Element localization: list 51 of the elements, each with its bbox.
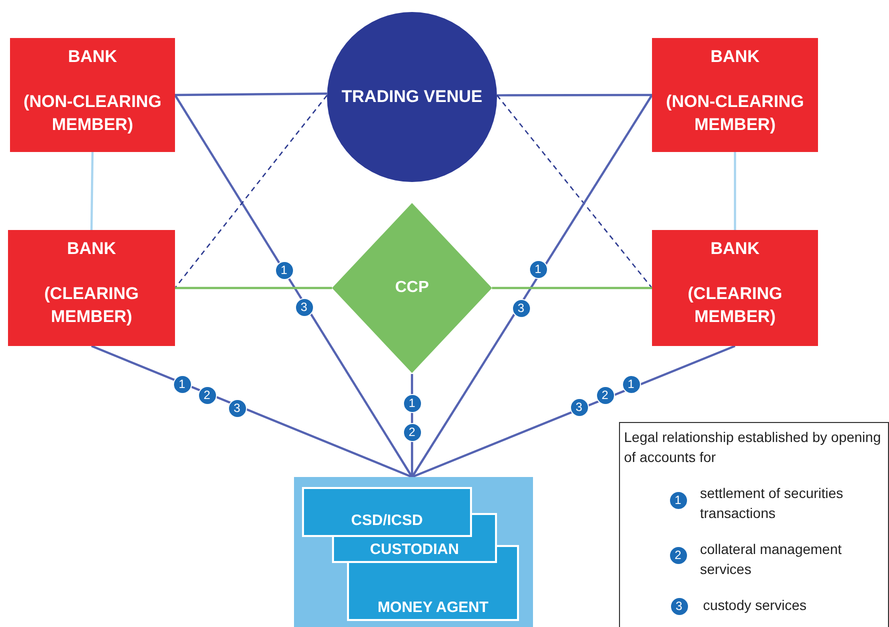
container-panel [294, 477, 533, 627]
callout-number: 3 [570, 398, 588, 416]
legend-heading: Legal relationship established by opening of accounts for [624, 428, 882, 467]
node-title: MONEY AGENT [378, 599, 488, 616]
callout-number: 1 [622, 374, 640, 394]
node-title: CSD/ICSD [351, 512, 423, 529]
connector [734, 152, 736, 230]
callout-number: 3 [512, 298, 530, 318]
callout-number: 1 [172, 374, 192, 394]
node-title: CCP [395, 279, 429, 297]
legend-text: settlement of securities transactions [700, 484, 844, 523]
decision-diamond [332, 203, 492, 373]
callout-number: 2 [198, 386, 216, 404]
node-title: TRADING VENUE [342, 86, 482, 108]
node-subtitle: (NON-CLEARING MEMBER) [22, 91, 162, 136]
connector [497, 94, 652, 96]
connector [412, 344, 736, 478]
stacked-box [347, 563, 519, 621]
bank-box [652, 38, 818, 152]
callout-number: 1 [274, 260, 294, 280]
bank-box [10, 38, 175, 152]
connector [91, 344, 412, 478]
stacked-box [332, 537, 497, 563]
node-subtitle: (CLEARING MEMBER) [43, 283, 140, 328]
stacked-box [302, 487, 472, 537]
connector [90, 152, 94, 230]
venue-circle [327, 12, 497, 182]
dashed-connector [174, 94, 328, 288]
connector [174, 92, 328, 96]
legend-text: collateral management services [700, 540, 843, 579]
node-title: BANK [66, 238, 116, 260]
dashed-connector [496, 94, 652, 288]
callout-number: 1 [402, 394, 422, 412]
node-title: BANK [68, 46, 118, 68]
connector [411, 94, 653, 478]
connector [492, 286, 652, 290]
connector [175, 286, 332, 290]
node-title: BANK [710, 238, 760, 260]
node-title: BANK [710, 46, 760, 68]
node-title: CUSTODIAN [370, 541, 459, 558]
callout-number: 2 [402, 422, 422, 442]
node-subtitle: (CLEARING MEMBER) [686, 283, 784, 328]
node-subtitle: (NON-CLEARING MEMBER) [665, 91, 805, 136]
bank-box [8, 230, 175, 346]
callout-number: 2 [596, 386, 614, 404]
connector [174, 94, 413, 478]
bank-box [652, 230, 818, 346]
callout-number: 3 [228, 398, 246, 418]
callout-number: 3 [294, 298, 314, 316]
callout-number: 1 [528, 260, 548, 278]
legend-text: custody services [703, 596, 808, 615]
